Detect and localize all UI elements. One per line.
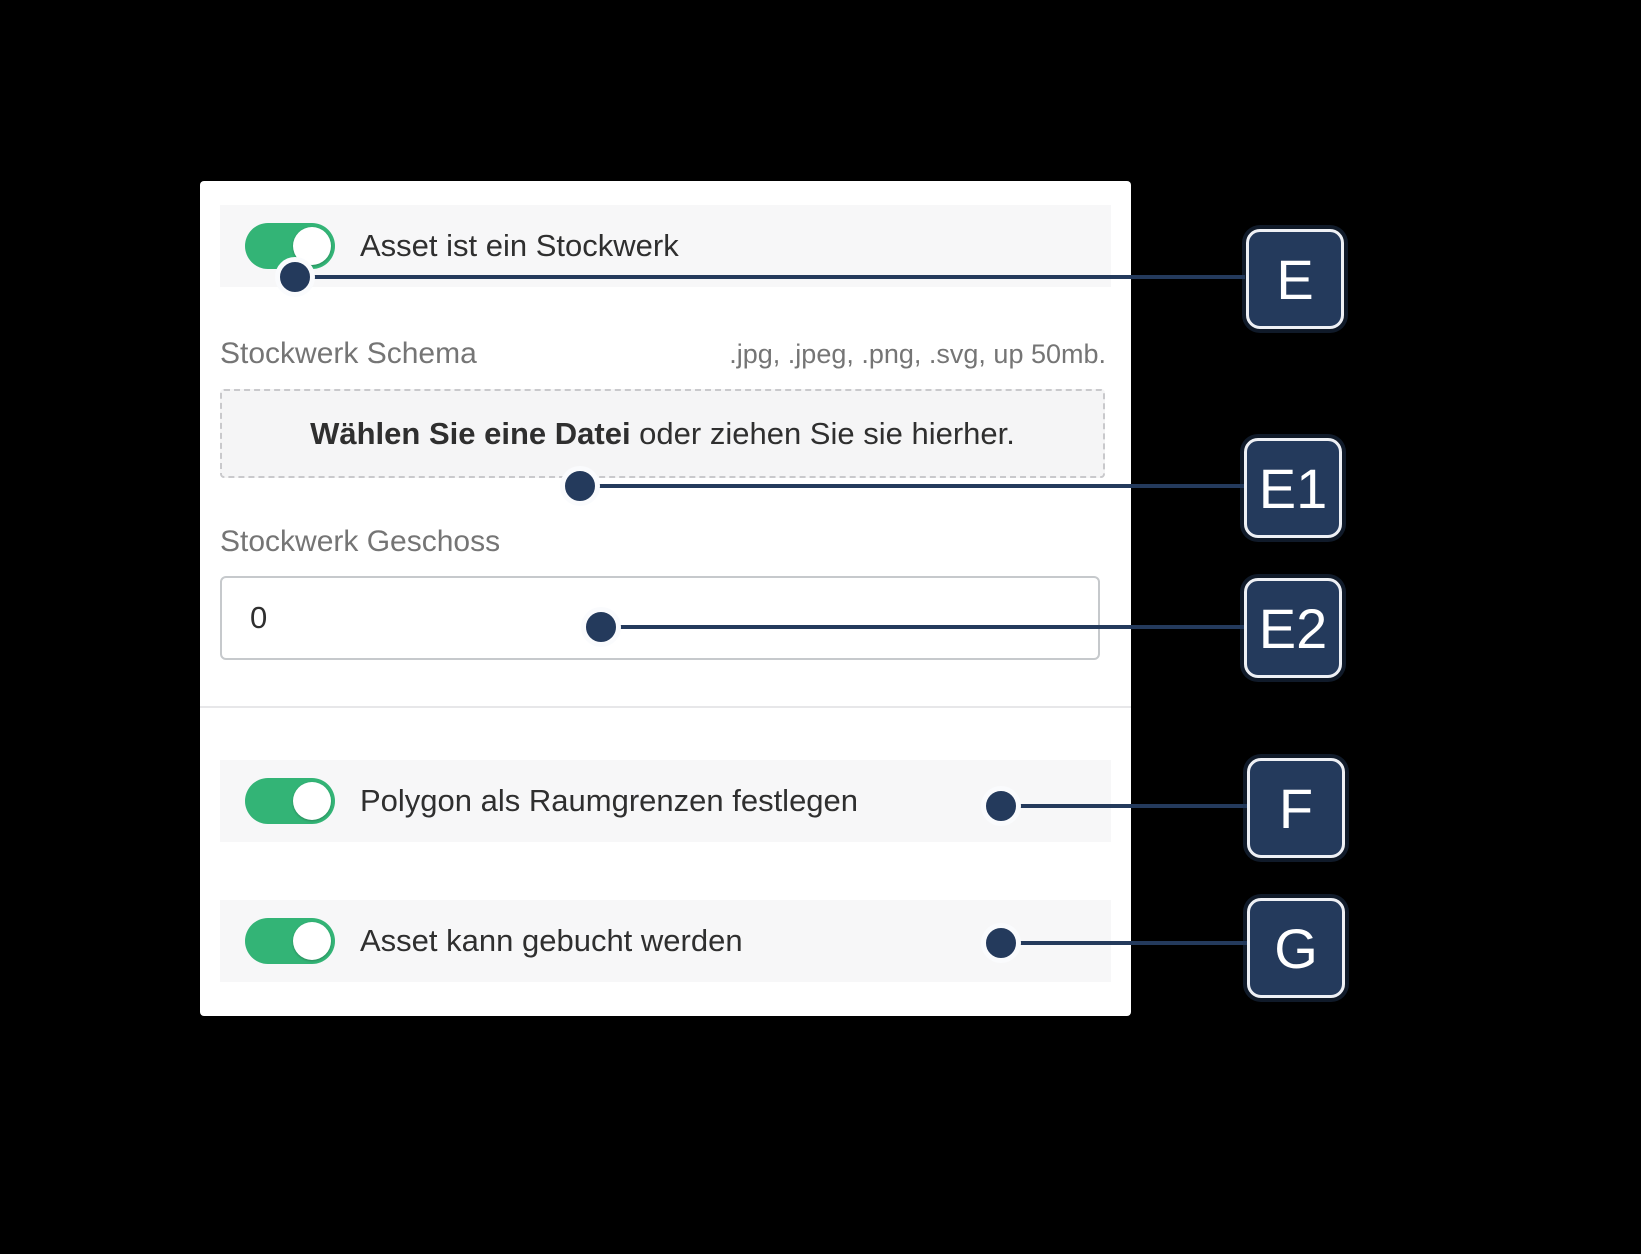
connector-line-e1 (580, 484, 1245, 488)
bookable-toggle-label: Asset kann gebucht werden (360, 923, 743, 958)
dropzone-action-bold: Wählen Sie eine Datei (310, 415, 631, 451)
connector-line-e2 (601, 625, 1245, 629)
callout-badge-g: G (1247, 898, 1345, 998)
toggle-knob (293, 782, 331, 820)
file-dropzone[interactable]: Wählen Sie eine Datei oder ziehen Sie si… (220, 389, 1105, 478)
callout-badge-e1: E1 (1244, 438, 1342, 538)
anchor-dot-e2 (581, 607, 621, 647)
connector-line-g (1001, 941, 1248, 945)
connector-line-e (295, 275, 1245, 279)
connector-line-f (1001, 804, 1248, 808)
callout-badge-e: E (1246, 229, 1344, 329)
anchor-dot-e1 (560, 466, 600, 506)
floor-level-input[interactable] (220, 576, 1100, 660)
schema-label: Stockwerk Schema (220, 337, 477, 370)
callout-badge-f: F (1247, 758, 1345, 858)
floor-level-label: Stockwerk Geschoss (220, 525, 501, 558)
anchor-dot-g (981, 923, 1021, 963)
floor-toggle-row: Asset ist ein Stockwerk (220, 205, 1111, 287)
floor-toggle[interactable] (245, 223, 335, 269)
polygon-toggle-label: Polygon als Raumgrenzen festlegen (360, 783, 859, 818)
bookable-toggle-row: Asset kann gebucht werden (220, 900, 1111, 982)
bookable-toggle[interactable] (245, 918, 335, 964)
schema-formats-hint: .jpg, .jpeg, .png, .svg, up 50mb. (729, 339, 1106, 369)
polygon-toggle[interactable] (245, 778, 335, 824)
section-divider (200, 706, 1131, 708)
asset-settings-panel: Asset ist ein Stockwerk Stockwerk Schema… (200, 181, 1131, 1016)
anchor-dot-f (981, 786, 1021, 826)
callout-badge-e2: E2 (1244, 578, 1342, 678)
floor-toggle-label: Asset ist ein Stockwerk (360, 228, 679, 263)
schema-label-row: Stockwerk Schema .jpg, .jpeg, .png, .svg… (220, 337, 1106, 371)
anchor-dot-e (275, 257, 315, 297)
toggle-knob (293, 922, 331, 960)
dropzone-action-rest: oder ziehen Sie sie hierher. (630, 415, 1015, 451)
polygon-toggle-row: Polygon als Raumgrenzen festlegen (220, 760, 1111, 842)
